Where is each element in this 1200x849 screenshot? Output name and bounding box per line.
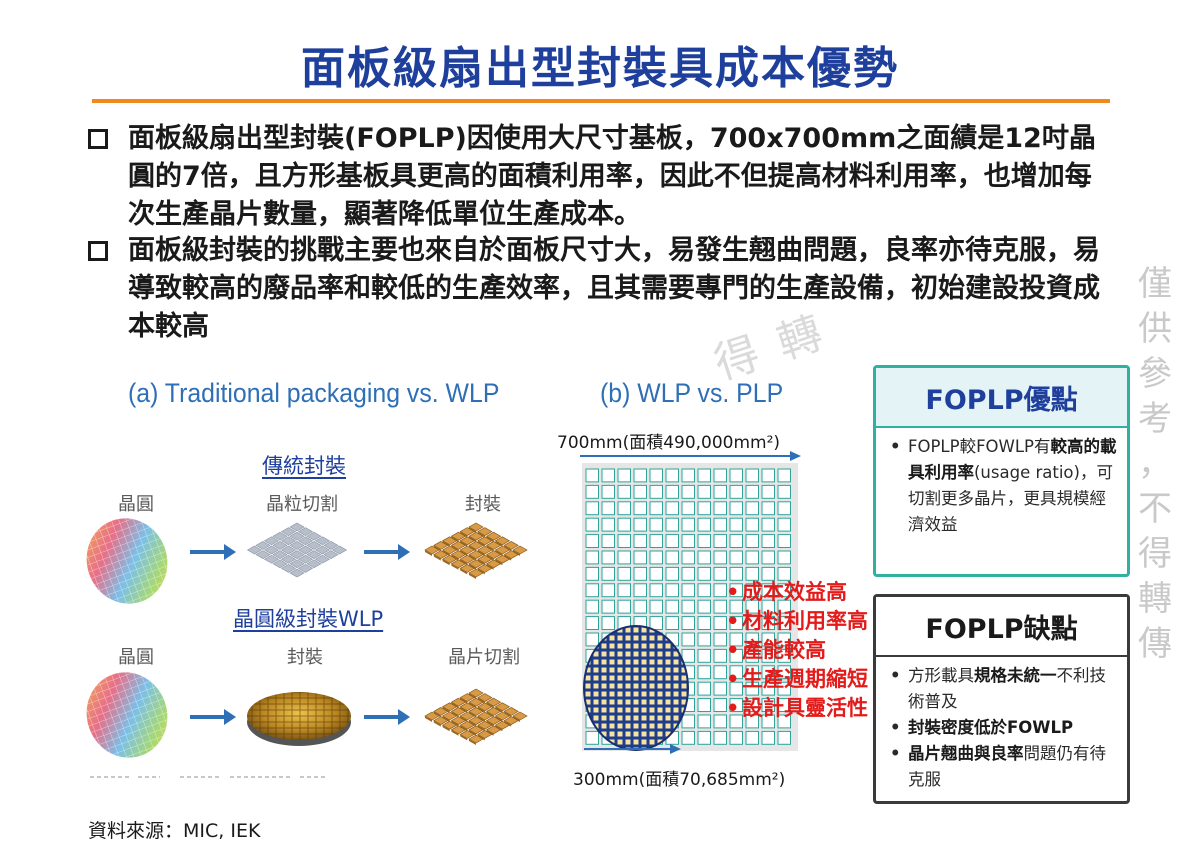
arrow-right-icon	[364, 709, 410, 725]
disadvantage-item: 方形載具規格未統一不利技術普及	[888, 663, 1119, 715]
watermark-char: 考	[1138, 399, 1172, 439]
bullet-text: 面板級封裝的挑戰主要也來自於面板尺寸大，易發生翹曲問題，良率亦待克服，易導致較高…	[128, 235, 1100, 342]
figure-b-heading: (b) WLP vs. PLP	[600, 378, 784, 408]
row1-wafer-label: 晶圓	[118, 494, 154, 515]
arrow-right-icon	[584, 744, 681, 754]
benefit-item: 設計具靈活性	[726, 694, 868, 723]
packaged-chips-icon	[424, 688, 528, 745]
packaged-chips-icon	[424, 522, 528, 579]
row1-result-label: 封裝	[465, 494, 501, 515]
disadvantage-item: 封裝密度低於FOWLP	[888, 715, 1119, 741]
benefit-item: 成本效益高	[726, 578, 868, 607]
faint-source-line	[90, 776, 328, 778]
bullet-item-foplp-challenge: 面板級封裝的挑戰主要也來自於面板尺寸大，易發生翹曲問題，良率亦待克服，易導致較高…	[88, 232, 1108, 346]
row2-wafer-label: 晶圓	[118, 647, 154, 668]
page-title: 面板級扇出型封裝具成本優勢	[301, 43, 899, 94]
diced-dies-icon	[246, 522, 348, 578]
watermark-char: 傳	[1138, 624, 1172, 664]
arrow-right-icon	[364, 544, 410, 560]
watermark-char: 僅	[1138, 264, 1172, 304]
row2-result-label: 晶片切割	[448, 647, 520, 668]
wafer-icon	[86, 518, 168, 604]
source-note: 資料來源：MIC, IEK	[88, 820, 261, 842]
wafer-icon	[86, 672, 168, 758]
bullet-item-foplp-advantage: 面板級扇出型封裝(FOPLP)因使用大尺寸基板，700x700mm之面績是12吋…	[88, 120, 1108, 234]
row1-title: 傳統封裝	[262, 454, 346, 478]
row2-step-label: 封裝	[287, 647, 323, 668]
disadvantages-title: FOPLP缺點	[876, 597, 1127, 657]
watermark-char: ，	[1138, 444, 1172, 484]
advantage-item: FOPLP較FOWLP有較高的載具利用率(usage ratio)，可切割更多晶…	[888, 434, 1119, 538]
watermark-char: 參	[1138, 354, 1172, 394]
title-underline	[92, 99, 1110, 103]
watermark-char: 供	[1138, 309, 1172, 349]
panel-size-caption: 700mm(面積490,000mm²)	[557, 433, 781, 453]
packaged-wafer-icon	[247, 692, 351, 746]
square-bullet-icon	[88, 129, 108, 149]
disadvantage-item: 晶片翹曲與良率問題仍有待克服	[888, 741, 1119, 793]
arrow-right-icon	[580, 451, 801, 461]
disadvantages-card: FOPLP缺點 方形載具規格未統一不利技術普及 封裝密度低於FOWLP 晶片翹曲…	[873, 594, 1130, 804]
benefit-item: 生產週期縮短	[726, 665, 868, 694]
square-bullet-icon	[88, 241, 108, 261]
advantages-title: FOPLP優點	[876, 368, 1127, 428]
benefit-item: 材料利用率高	[726, 607, 868, 636]
wafer-size-caption: 300mm(面積70,685mm²)	[573, 770, 786, 790]
row1-step-label: 晶粒切割	[266, 494, 338, 515]
benefit-list: 成本效益高 材料利用率高 產能較高 生產週期縮短 設計具靈活性	[726, 578, 868, 723]
arrow-right-icon	[190, 709, 236, 725]
figure-a-heading: (a) Traditional packaging vs. WLP	[128, 378, 500, 408]
benefit-item: 產能較高	[726, 636, 868, 665]
advantages-card: FOPLP優點 FOPLP較FOWLP有較高的載具利用率(usage ratio…	[873, 365, 1130, 577]
arrow-right-icon	[190, 544, 236, 560]
watermark-char: 不	[1138, 489, 1172, 529]
watermark-char: 得	[1138, 534, 1172, 574]
bullet-text: 面板級扇出型封裝(FOPLP)因使用大尺寸基板，700x700mm之面績是12吋…	[128, 123, 1096, 230]
row2-title: 晶圓級封裝WLP	[233, 607, 384, 631]
watermark-vertical: 僅 供 參 考 ， 不 得 轉 傳	[1135, 262, 1175, 667]
watermark-char: 轉	[1138, 579, 1172, 619]
